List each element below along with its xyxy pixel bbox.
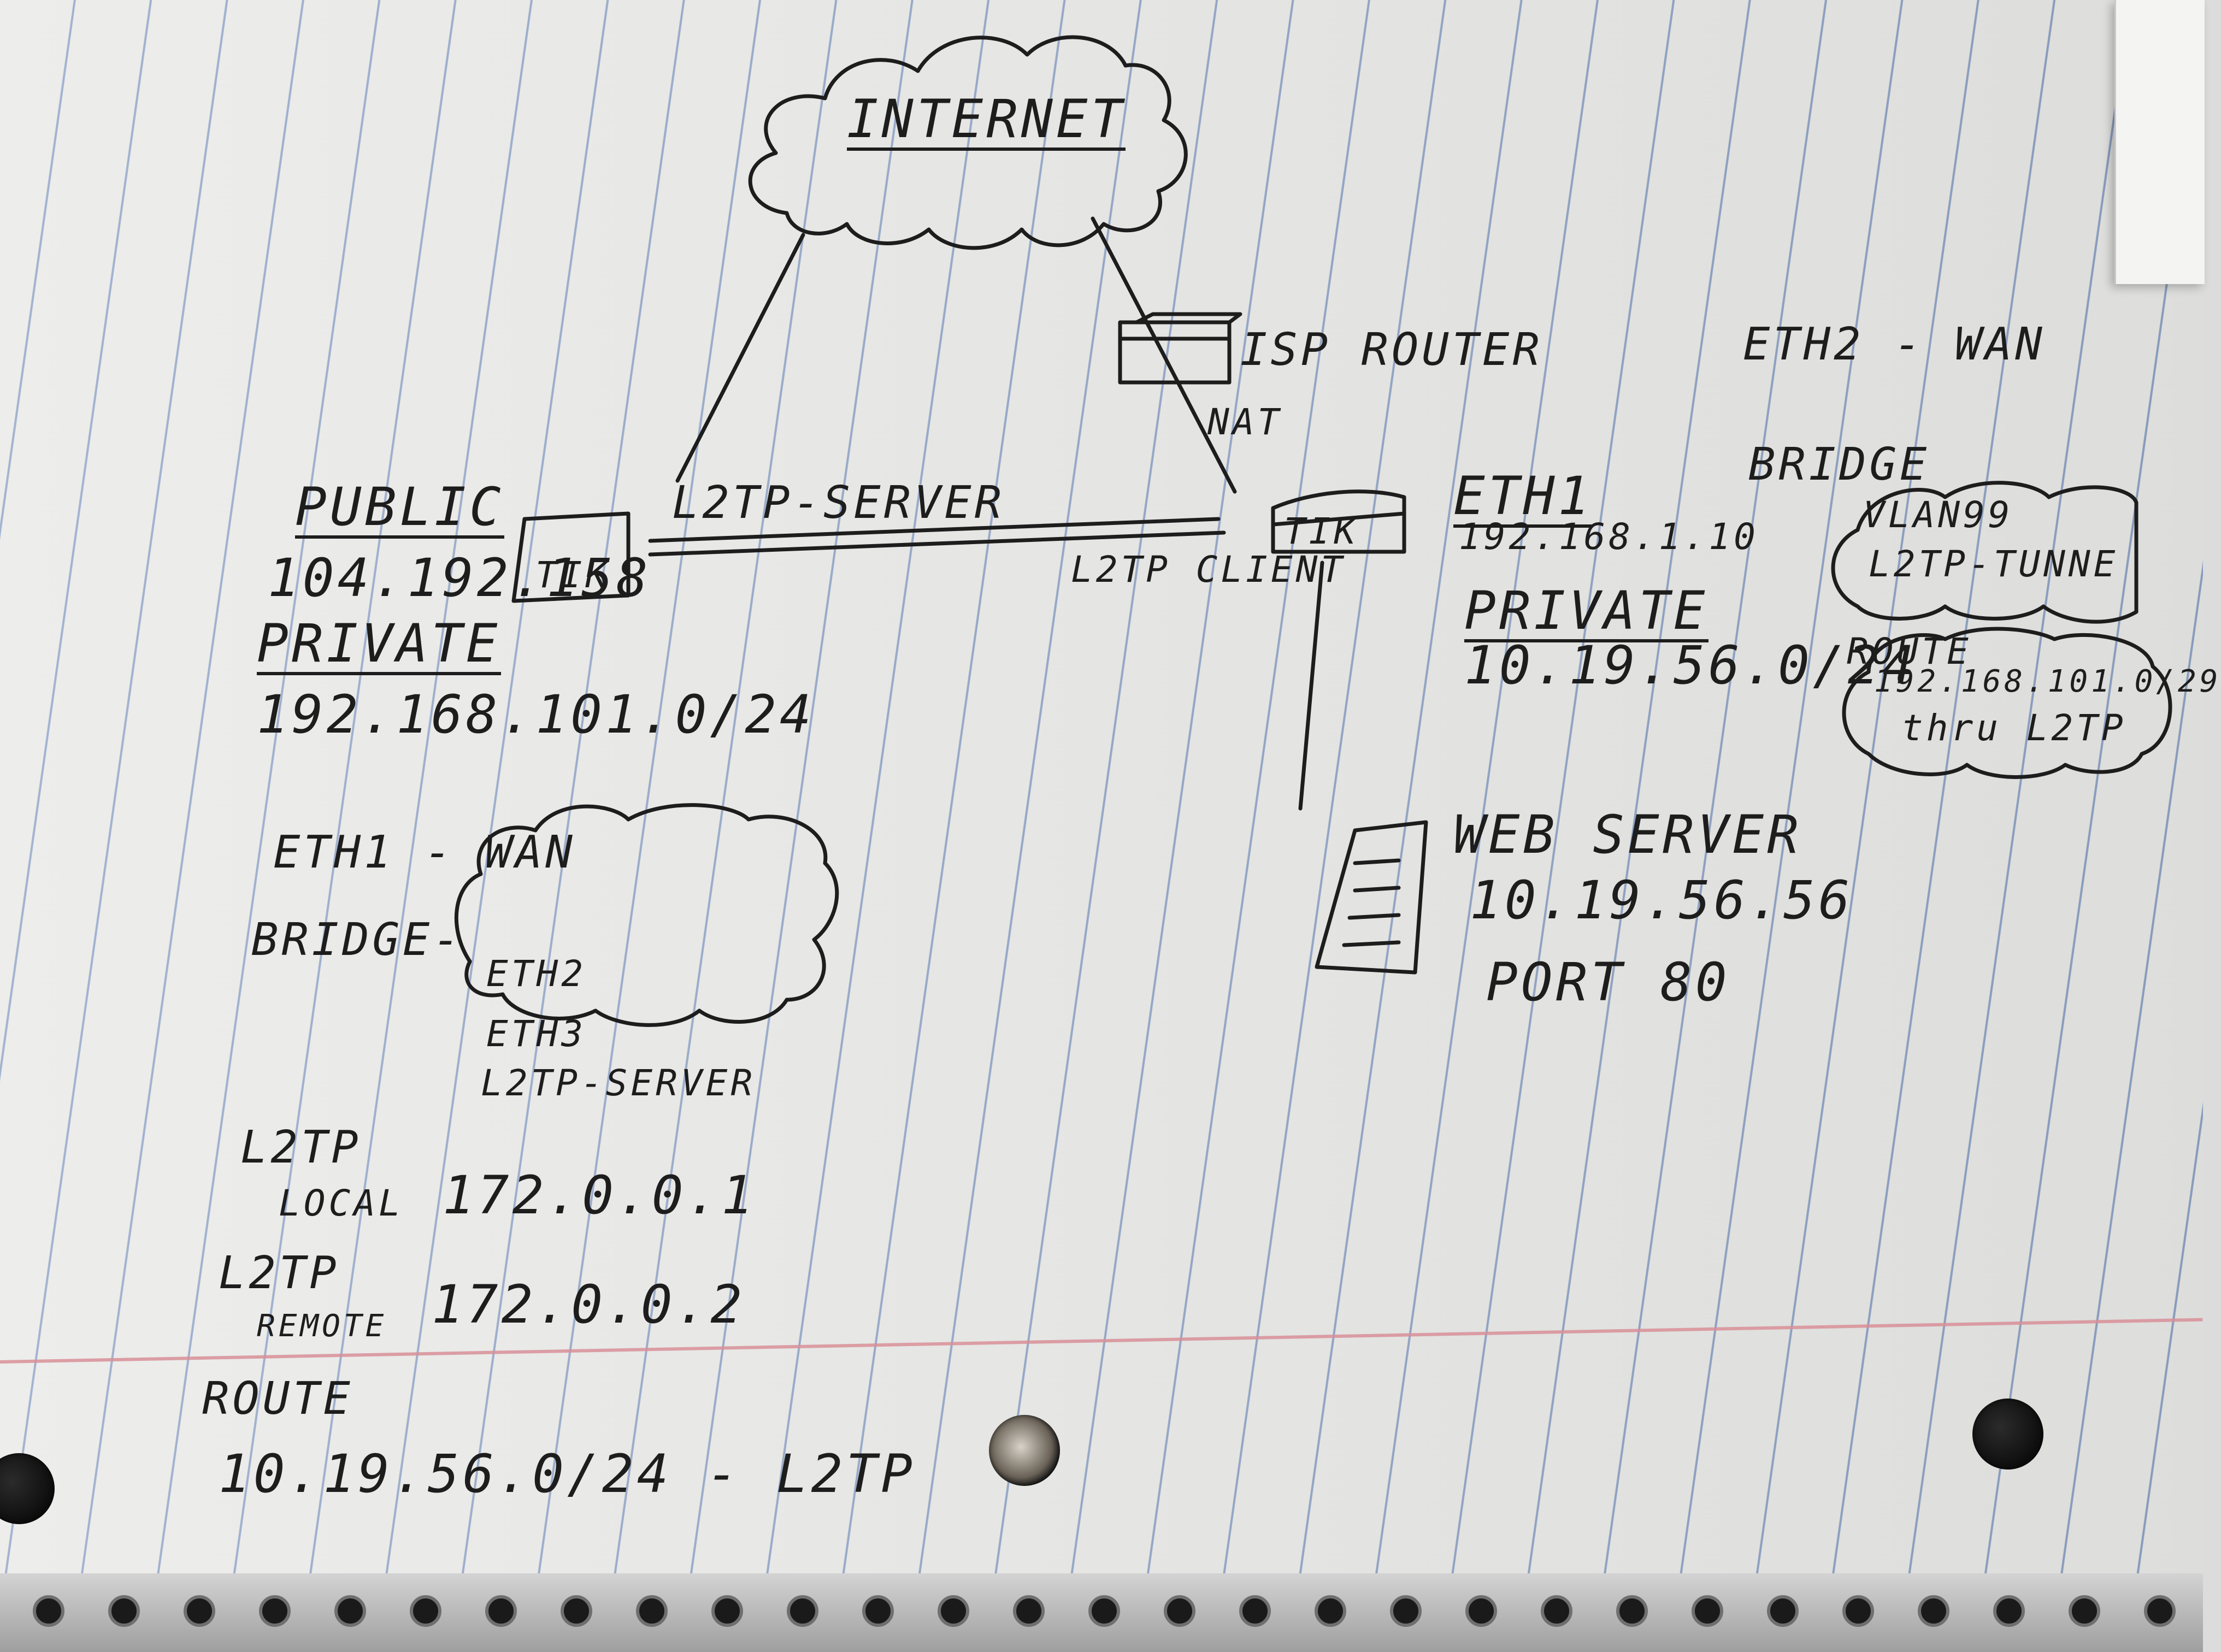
spiral-coil: [1088, 1595, 1120, 1627]
spiral-coil: [1692, 1595, 1723, 1627]
left-eth1-wan: ETH1 - WAN: [273, 827, 576, 878]
right-eth2-wan: ETH2 - WAN: [1743, 318, 2046, 370]
l2tp-tunnel-line-1: [648, 517, 1221, 543]
spiral-coil: [334, 1595, 366, 1627]
punch-hole-right: [1972, 1399, 2043, 1470]
left-router-shape: [511, 511, 631, 603]
spiral-coil: [1918, 1595, 1949, 1627]
left-private-heading: PRIVATE: [257, 613, 501, 675]
left-bridge-member-2: ETH3: [486, 1013, 586, 1055]
l2tp-remote-ip: 172.0.0.2: [432, 1274, 746, 1335]
spiral-coil: [1767, 1595, 1799, 1627]
spiral-coil: [2144, 1595, 2176, 1627]
web-server-ip: 10.19.56.56: [1470, 870, 1853, 931]
l2tp-local-ip: 172.0.0.1: [443, 1165, 757, 1226]
spiral-coil: [259, 1595, 291, 1627]
left-route-label: ROUTE: [202, 1373, 354, 1425]
right-eth1-ip: 192.168.1.10: [1459, 516, 1759, 558]
right-router-shape: [1271, 489, 1406, 554]
spiral-coil: [410, 1595, 441, 1627]
l2tp-remote-sub: REMOTE: [257, 1308, 387, 1344]
spiral-coil: [1993, 1595, 2025, 1627]
l2tp-tunnel-line-2: [648, 530, 1226, 557]
right-route-via: thru L2TP: [1901, 707, 2126, 749]
right-private-heading: PRIVATE: [1464, 580, 1709, 642]
l2tp-client-label: L2TP CLIENT: [1071, 548, 1346, 591]
right-eth1-heading: ETH1: [1453, 465, 1593, 528]
spiral-coil: [938, 1595, 969, 1627]
spiral-coil: [1842, 1595, 1874, 1627]
right-route-cloud: [1842, 627, 2172, 779]
line-cloud-to-isp: [1091, 216, 1237, 494]
right-bridge-member-1: VLAN99: [1863, 494, 2013, 536]
spiral-coil: [636, 1595, 668, 1627]
punch-hole-center: [989, 1415, 1060, 1486]
spiral-coil: [561, 1595, 592, 1627]
left-route-value: 10.19.56.0/24 - L2TP: [219, 1443, 916, 1504]
web-server-shape: [1315, 820, 1428, 975]
spiral-coil: [1616, 1595, 1648, 1627]
right-route-net: 192.168.101.0/29: [1874, 664, 2221, 699]
spiral-coil: [1541, 1595, 1572, 1627]
internet-label: INTERNET: [847, 88, 1126, 151]
left-bridge-cloud: [454, 803, 839, 1027]
line-router-to-server: [1298, 560, 1324, 811]
public-heading: PUBLIC: [295, 476, 504, 539]
spiral-coil: [1013, 1595, 1045, 1627]
right-bridge-label: BRIDGE: [1748, 439, 1930, 491]
web-server-port: PORT 80: [1486, 952, 1730, 1013]
spiral-coil: [711, 1595, 743, 1627]
isp-router-box: [1118, 320, 1232, 385]
right-bridge-cloud: [1831, 481, 2138, 624]
right-private-net: 10.19.56.0/24: [1464, 635, 1918, 696]
line-cloud-to-left-router: [675, 233, 805, 483]
spiral-coil: [184, 1595, 215, 1627]
right-route-heading: ROUTE: [1847, 630, 1972, 672]
spiral-coil: [1315, 1595, 1346, 1627]
punch-hole-left: [0, 1453, 55, 1524]
right-router-label: TIK: [1284, 510, 1359, 552]
spiral-coil: [108, 1595, 140, 1627]
spiral-coil: [1465, 1595, 1497, 1627]
web-server-label: WEB SERVER: [1453, 804, 1802, 865]
spiral-coil: [2069, 1595, 2100, 1627]
left-bridge-label: BRIDGE-: [251, 914, 463, 966]
left-private-net: 192.168.101.0/24: [257, 684, 815, 745]
underlying-page-corner: [2114, 0, 2205, 284]
l2tp-local-label: L2TP: [240, 1122, 362, 1173]
internet-cloud: [748, 35, 1188, 250]
spiral-coil: [787, 1595, 818, 1627]
isp-router-label: ISP ROUTER: [1240, 324, 1543, 376]
spiral-coil: [1390, 1595, 1422, 1627]
spiral-coil: [1239, 1595, 1271, 1627]
l2tp-remote-label: L2TP: [219, 1247, 340, 1299]
right-bridge-member-2: L2TP-TUNNE: [1869, 543, 2119, 585]
spiral-coil: [862, 1595, 894, 1627]
left-bridge-member-3: L2TP-SERVER: [481, 1062, 756, 1104]
public-ip: 104.192.158: [268, 547, 651, 609]
spiral-coil: [1164, 1595, 1195, 1627]
left-router-label: TIK: [535, 554, 611, 596]
nat-label: NAT: [1207, 401, 1283, 443]
l2tp-server-label: L2TP-SERVER: [672, 477, 1005, 529]
spiral-coil: [33, 1595, 64, 1627]
left-bridge-member-1: ETH2: [486, 953, 586, 995]
spiral-coil: [485, 1595, 517, 1627]
l2tp-local-sub: LOCAL: [279, 1182, 404, 1224]
